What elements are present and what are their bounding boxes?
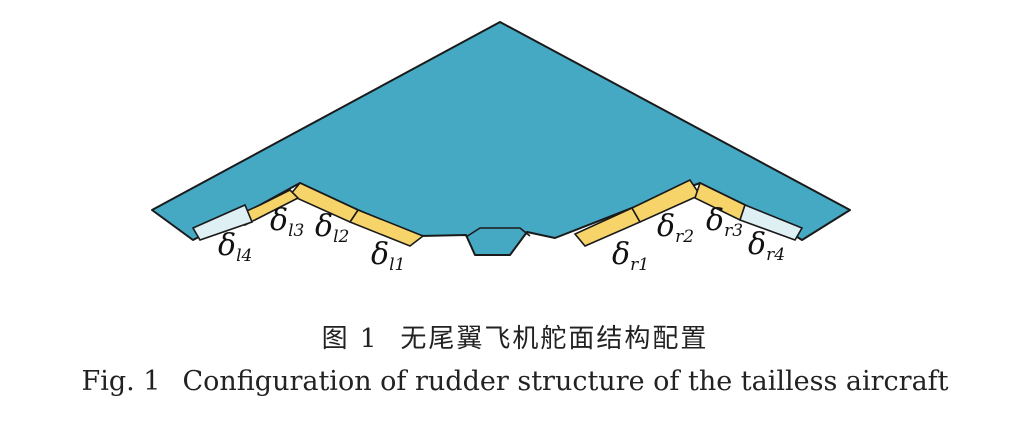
tailless-aircraft-diagram: δl1 δl2 δl3 δl4 δr1 δr2 δr3 δr4 bbox=[151, 21, 851, 275]
label-delta-l4: δl4 bbox=[218, 228, 252, 266]
caption-chinese: 图 1 无尾翼飞机舵面结构配置 bbox=[0, 318, 1024, 355]
label-delta-r2: δr2 bbox=[657, 209, 694, 247]
outer-rudder-l4 bbox=[191, 203, 254, 241]
label-delta-r4: δr4 bbox=[748, 227, 785, 265]
center-bump-outline bbox=[465, 227, 531, 238]
label-delta-l1: δl1 bbox=[371, 237, 405, 275]
caption-zh-text: 无尾翼飞机舵面结构配置 bbox=[400, 324, 709, 354]
caption-zh-label: 图 1 bbox=[321, 324, 379, 354]
caption-en-text: Configuration of rudder structure of the… bbox=[182, 366, 949, 397]
outer-rudder-r4 bbox=[738, 203, 804, 241]
label-delta-l2: δl2 bbox=[315, 209, 349, 247]
label-delta-r1: δr1 bbox=[612, 237, 649, 275]
elevon-r2 bbox=[630, 178, 702, 224]
elevon-l2 bbox=[288, 182, 360, 224]
label-delta-l3: δl3 bbox=[270, 203, 304, 241]
label-delta-r3: δr3 bbox=[706, 203, 743, 241]
caption-en-label: Fig. 1 bbox=[81, 366, 161, 397]
caption-english: Fig. 1 Configuration of rudder structure … bbox=[0, 366, 1024, 397]
